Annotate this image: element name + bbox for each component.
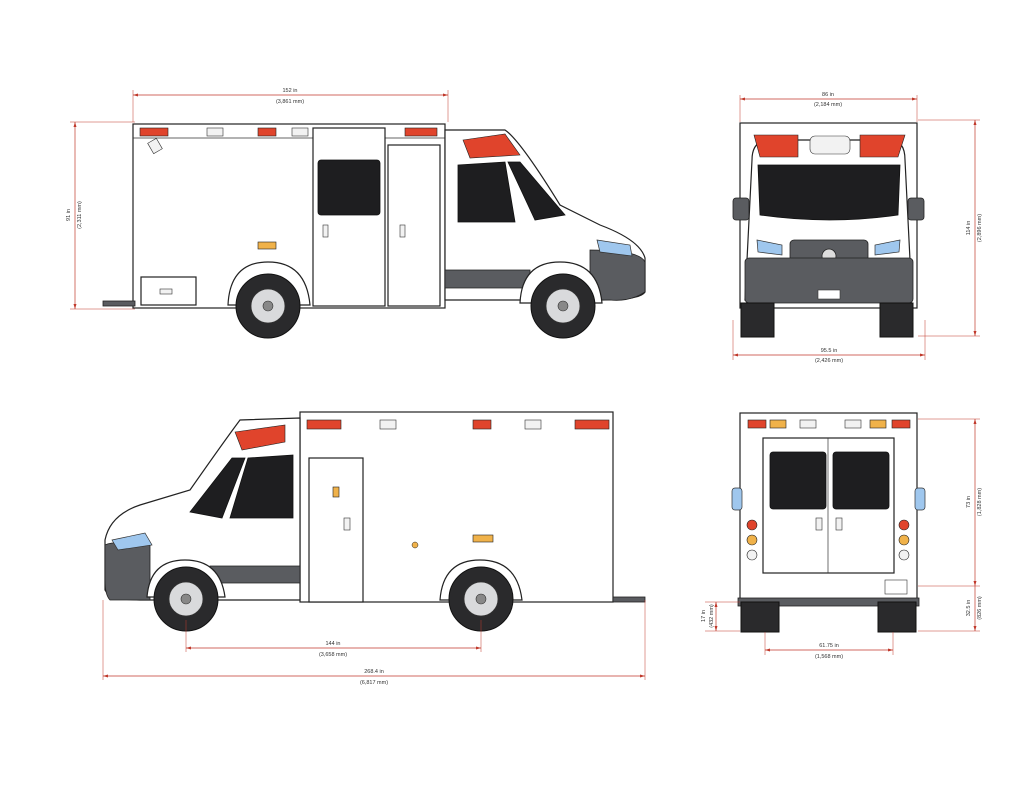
dim-overall-length: 268.4 in (6,817 mm) — [102, 600, 646, 686]
marker-light — [139, 127, 169, 137]
dim-box-height-imperial: 91 in — [66, 209, 72, 221]
dim-box-length: 152 in (3,861 mm) — [132, 88, 449, 122]
dim-front-width: 86 in (2,184 mm) — [739, 92, 918, 122]
dim-wheelbase-metric: (3,658 mm) — [319, 652, 347, 658]
front-windshield — [757, 164, 901, 221]
front-view: 86 in (2,184 mm) 114 in (2,896 mm) 95.5 … — [732, 92, 983, 364]
dim-front-height-imperial: 114 in — [966, 221, 972, 236]
rear-door-window-left — [769, 451, 827, 510]
headlight-left — [756, 239, 783, 256]
side-entry-door — [312, 127, 386, 307]
mirror-left — [732, 197, 750, 221]
dim-box-height-metric: (2,311 mm) — [77, 201, 83, 229]
driver-door-window — [229, 454, 294, 519]
front-center-light — [809, 135, 851, 155]
dim-box-length-metric: (3,861 mm) — [276, 99, 304, 105]
front-bumper-driver — [104, 542, 151, 601]
side-view-driver: 144 in (3,658 mm) 268.4 in (6,817 mm) — [102, 411, 646, 686]
side-amber-light — [257, 241, 277, 250]
side-compartment-door — [387, 144, 441, 307]
front-warning-light-right — [859, 134, 906, 158]
windshield — [507, 161, 566, 221]
rear-mirror-left — [731, 487, 743, 511]
rear-mirror-right — [914, 487, 926, 511]
dim-rear-floor-height-metric: (826 mm) — [977, 596, 983, 620]
dim-ground-clearance: 17 in (432 mm) — [701, 601, 740, 632]
dim-front-width-imperial: 86 in — [822, 92, 834, 98]
dim-track-width: 61.75 in (1,568 mm) — [764, 632, 894, 660]
rear-tire-right — [877, 601, 917, 633]
dim-rear-door-height-imperial: 73 in — [966, 496, 972, 508]
front-tire-right — [879, 302, 914, 338]
rear-door-window-right — [832, 451, 890, 510]
dim-track-width-metric: (1,568 mm) — [815, 654, 843, 660]
dim-front-mirror-width: 95.5 in (2,426 mm) — [732, 320, 926, 364]
dim-rear-door-height-metric: (1,828 mm) — [977, 488, 983, 516]
headlight-right — [874, 239, 901, 256]
license-plate — [817, 289, 841, 300]
front-tire-left — [740, 302, 775, 338]
dim-front-mirror-width-imperial: 95.5 in — [821, 348, 838, 354]
rear-tire-left — [740, 601, 780, 633]
dim-rear-door-height: 73 in (1,828 mm) — [918, 418, 983, 587]
rear-step — [102, 300, 136, 307]
front-bumper-front — [744, 257, 914, 304]
side-door-driver — [308, 457, 364, 603]
headlight-driver — [111, 532, 153, 551]
cab-door-window — [457, 161, 516, 223]
mirror-right — [907, 197, 925, 221]
windshield-driver — [189, 457, 246, 519]
dim-front-height-metric: (2,896 mm) — [977, 214, 983, 242]
rear-license-plate — [884, 579, 908, 595]
headlight — [596, 239, 633, 257]
side-door-window — [317, 159, 381, 216]
dim-box-length-imperial: 152 in — [283, 88, 298, 94]
dim-rear-floor-height: 32.5 in (826 mm) — [918, 586, 983, 632]
dim-overall-length-imperial: 268.4 in — [364, 669, 384, 675]
dim-front-width-metric: (2,184 mm) — [814, 102, 842, 108]
dim-front-mirror-width-metric: (2,426 mm) — [815, 358, 843, 364]
front-warning-light-left — [753, 134, 799, 158]
dim-ground-clearance-metric: (432 mm) — [709, 604, 715, 628]
rear-view: 73 in (1,828 mm) 32.5 in (826 mm) 17 in … — [701, 412, 983, 660]
cab-warning-light-driver — [234, 424, 286, 451]
body-trim-strip — [444, 269, 531, 289]
dim-wheelbase-imperial: 144 in — [326, 641, 341, 647]
dim-front-height: 114 in (2,896 mm) — [918, 119, 983, 337]
dim-rear-floor-height-imperial: 32.5 in — [966, 600, 972, 617]
dim-track-width-imperial: 61.75 in — [819, 643, 839, 649]
dim-wheelbase: 144 in (3,658 mm) — [185, 620, 482, 658]
cab-warning-light — [462, 133, 521, 159]
dim-box-height: 91 in (2,311 mm) — [66, 121, 135, 310]
dim-overall-length-metric: (6,817 mm) — [360, 680, 388, 686]
side-view-passenger: 152 in (3,861 mm) 91 in (2,311 mm) — [66, 88, 646, 339]
dim-ground-clearance-imperial: 17 in — [701, 610, 707, 622]
